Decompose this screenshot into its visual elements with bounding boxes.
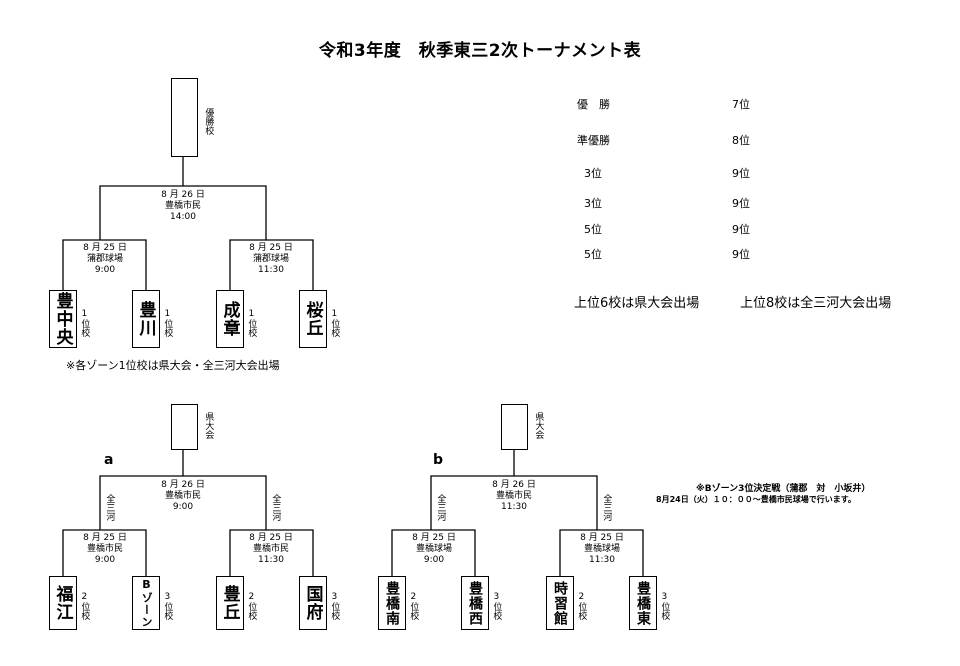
final-date: 8 月 26 日	[492, 480, 536, 490]
team-box: Bゾーン	[132, 576, 160, 630]
team-seed: 2位校	[246, 592, 257, 620]
team-seed: 2位校	[408, 592, 419, 620]
team-seed: 1位校	[246, 309, 257, 337]
final-date: 8 月 26 日	[161, 480, 205, 490]
team-box: 豊橋東	[629, 576, 657, 630]
team-seed: 1位校	[79, 309, 90, 337]
semi-left-time: 9:00	[94, 265, 116, 275]
team-box: 豊丘	[216, 576, 244, 630]
place-value: 9位	[732, 223, 750, 236]
place-value: 9位	[732, 197, 750, 210]
zone-note: ※各ゾーン1位校は県大会・全三河大会出場	[66, 359, 280, 372]
team-seed: 3位校	[329, 592, 340, 620]
team-seed: 3位校	[491, 592, 502, 620]
team-box: 国府	[299, 576, 327, 630]
semi-left-date: 8 月 25 日	[412, 533, 456, 543]
qualify-note-mikawa: 上位8校は全三河大会出場	[740, 296, 892, 311]
semi-left-info: 8 月 25 日 豊橋球場 9:00	[384, 533, 484, 566]
semi-right-date: 8 月 25 日	[249, 243, 293, 253]
semi-right-time: 11:30	[589, 555, 615, 565]
qualify-note-prefecture: 上位6校は県大会出場	[574, 296, 700, 311]
semi-right-info: 8 月 25 日 豊橋球場 11:30	[552, 533, 652, 566]
semi-right-date: 8 月 25 日	[580, 533, 624, 543]
final-venue: 豊橋市民	[164, 491, 201, 501]
semi-left-date: 8 月 25 日	[83, 243, 127, 253]
rank-label: 準優勝	[577, 134, 610, 147]
final-time: 14:00	[170, 212, 196, 222]
semi-right-time: 11:30	[258, 555, 284, 565]
team-box: 時習館	[546, 576, 574, 630]
semi-right-date: 8 月 25 日	[249, 533, 293, 543]
side-label: 全三河	[435, 494, 446, 521]
winner-box	[171, 404, 198, 450]
team-seed: 3位校	[162, 592, 173, 620]
semi-right-info: 8 月 25 日 豊橋市民 11:30	[221, 533, 321, 566]
semi-left-info: 8 月 25 日 蒲郡球場 9:00	[55, 243, 155, 276]
place-value: 9位	[732, 248, 750, 261]
team-box: 豊橋西	[461, 576, 489, 630]
semi-right-venue: 蒲郡球場	[252, 254, 289, 264]
winner-label: 県大会	[533, 412, 544, 439]
rank-label: 5位	[584, 223, 602, 236]
winner-box	[501, 404, 528, 450]
team-seed: 1位校	[162, 309, 173, 337]
team-seed: 1位校	[329, 309, 340, 337]
place-value: 9位	[732, 167, 750, 180]
team-seed: 3位校	[659, 592, 670, 620]
team-box: 豊中央	[49, 290, 77, 348]
rank-label: 3位	[584, 167, 602, 180]
final-date: 8 月 26 日	[161, 190, 205, 200]
team-box: 桜丘	[299, 290, 327, 348]
final-info: 8 月 26 日 豊橋市民 11:30	[464, 480, 564, 513]
semi-right-time: 11:30	[258, 265, 284, 275]
zone-playoff-note: ※Bゾーン3位決定戦（蒲郡 対 小坂井）	[696, 484, 871, 494]
rank-label: 優 勝	[577, 98, 610, 111]
semi-left-time: 9:00	[94, 555, 116, 565]
semi-left-venue: 豊橋球場	[415, 544, 452, 554]
side-label: 全三河	[601, 494, 612, 521]
winner-label: 県大会	[203, 412, 214, 439]
semi-left-venue: 豊橋市民	[86, 544, 123, 554]
final-venue: 豊橋市民	[164, 201, 201, 211]
team-box: 豊川	[132, 290, 160, 348]
team-seed: 2位校	[576, 592, 587, 620]
semi-left-date: 8 月 25 日	[83, 533, 127, 543]
semi-right-venue: 豊橋球場	[583, 544, 620, 554]
final-info: 8 月 26 日 豊橋市民 14:00	[133, 190, 233, 223]
zone-playoff-schedule: 8月24日（火）１０：００～豊橋市民球場で行います。	[656, 495, 856, 504]
winner-label: 優勝校	[203, 108, 214, 135]
place-value: 8位	[732, 134, 750, 147]
bracket-b-label: b	[433, 452, 444, 468]
final-info: 8 月 26 日 豊橋市民 9:00	[133, 480, 233, 513]
side-label: 全三河	[104, 494, 115, 521]
side-label: 全三河	[270, 494, 281, 521]
winner-box	[171, 78, 198, 157]
semi-right-venue: 豊橋市民	[252, 544, 289, 554]
final-time: 9:00	[172, 502, 194, 512]
semi-left-info: 8 月 25 日 豊橋市民 9:00	[55, 533, 155, 566]
team-box: 福江	[49, 576, 77, 630]
semi-left-venue: 蒲郡球場	[86, 254, 123, 264]
page-title: 令和3年度 秋季東三2次トーナメント表	[318, 41, 642, 61]
rank-label: 5位	[584, 248, 602, 261]
team-box: 成章	[216, 290, 244, 348]
team-box: 豊橋南	[378, 576, 406, 630]
final-time: 11:30	[501, 502, 527, 512]
bracket-a-label: a	[104, 452, 114, 468]
place-value: 7位	[732, 98, 750, 111]
rank-label: 3位	[584, 197, 602, 210]
team-seed: 2位校	[79, 592, 90, 620]
final-venue: 豊橋市民	[495, 491, 532, 501]
semi-right-info: 8 月 25 日 蒲郡球場 11:30	[221, 243, 321, 276]
semi-left-time: 9:00	[423, 555, 445, 565]
